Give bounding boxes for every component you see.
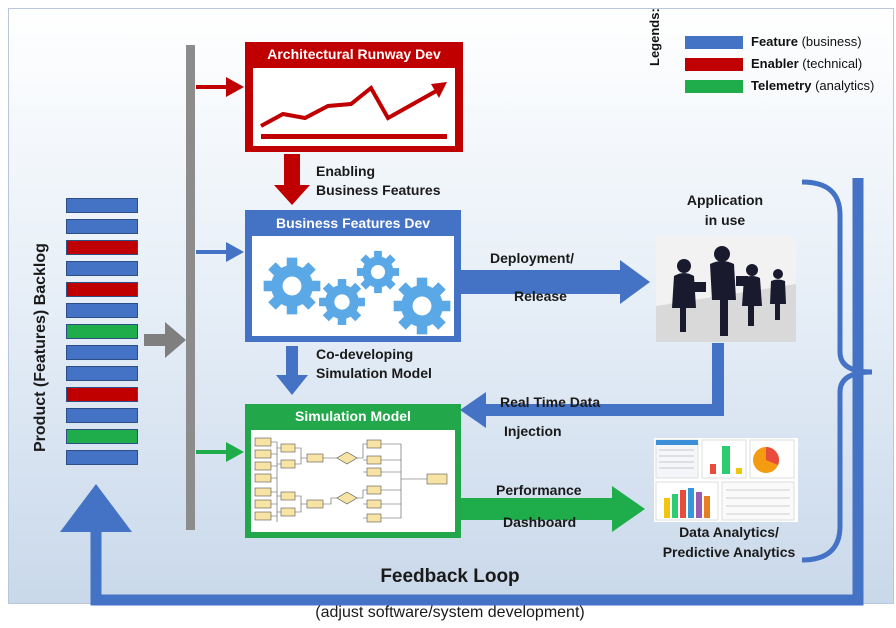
business-arrow-head (226, 242, 244, 262)
right-curly-brace (801, 179, 873, 563)
enabling-label: Enabling Business Features (316, 162, 441, 200)
codev-label: Co-developing Simulation Model (316, 345, 432, 383)
architectural-runway-box: Architectural Runway Dev (245, 42, 463, 152)
people-at-computers-icon (656, 236, 796, 342)
performance-arrow (460, 486, 645, 532)
backlog-item-feature (66, 198, 138, 213)
runway-baseline (261, 134, 447, 139)
backlog-item-feature (66, 408, 138, 423)
backlog-arrow (144, 322, 186, 358)
gear-icon (319, 279, 365, 325)
feedback-loop-label: Feedback Loop (380, 566, 520, 587)
telemetry-swatch (685, 80, 743, 94)
legend-telemetry-desc: (analytics) (811, 78, 875, 93)
legend-title: Legends: (647, 8, 662, 66)
realtime-data-arrow (460, 343, 724, 428)
backlog-item-telemetry (66, 429, 138, 444)
runway-trend-arrowhead (431, 82, 447, 98)
enabling-line-2: Business Features (316, 182, 441, 198)
gear-icon (263, 257, 321, 315)
gear-icon (393, 277, 451, 335)
legend-telemetry-name: Telemetry (751, 78, 812, 93)
analytics-dashboard-image (654, 438, 798, 522)
runway-arrow-head (226, 77, 244, 97)
simulation-model-box: Simulation Model (245, 404, 461, 538)
deployment-arrow (460, 260, 650, 304)
runway-line-chart (253, 68, 455, 146)
backlog-item-feature (66, 345, 138, 360)
gears-graphic (263, 250, 451, 335)
backlog-item-feature (66, 261, 138, 276)
legend-feature-name: Feature (751, 34, 798, 49)
backlog-item-telemetry (66, 324, 138, 339)
legend-feature-desc: (business) (797, 34, 862, 49)
realtime-label-2: Injection (504, 423, 562, 439)
business-inner (252, 236, 454, 336)
runway-title: Architectural Runway Dev (267, 46, 441, 62)
deployment-label-1: Deployment/ (490, 250, 575, 266)
backlog-item-enabler (66, 240, 138, 255)
backlog-item-feature (66, 303, 138, 318)
business-title: Business Features Dev (275, 215, 431, 231)
application-line-1: Application (686, 192, 764, 208)
application-image (656, 236, 796, 342)
simulation-inner (251, 430, 455, 532)
integration-bar (186, 45, 195, 530)
enabling-line-1: Enabling (316, 163, 376, 179)
analytics-label: Data Analytics/ Predictive Analytics (644, 522, 814, 562)
performance-label-1: Performance (496, 482, 582, 498)
feature-swatch (685, 36, 743, 50)
codev-arrow (276, 346, 308, 395)
gear-icon (356, 250, 400, 294)
application-line-2: in use (704, 212, 746, 228)
legend-enabler-name: Enabler (751, 56, 799, 71)
feedback-loop-arrow (90, 178, 864, 606)
realtime-label-1: Real Time Data (500, 394, 601, 410)
codev-line-2: Simulation Model (316, 365, 432, 381)
legend-enabler-desc: (technical) (798, 56, 863, 71)
flowchart-graphic (254, 437, 448, 523)
deployment-label-2: Release (514, 288, 567, 304)
backlog-label: Product (Features) Backlog (32, 243, 49, 452)
backlog-item-feature (66, 450, 138, 465)
legend-item-enabler: Enabler (technical) (685, 56, 862, 72)
feedback-loop-arrowhead (60, 484, 132, 532)
backlog-item-feature (66, 366, 138, 381)
backlog-item-enabler (66, 282, 138, 297)
legend-item-telemetry: Telemetry (analytics) (685, 78, 874, 94)
feedback-loop-subtitle: (adjust software/system development) (315, 604, 585, 621)
enabler-swatch (685, 58, 743, 72)
analytics-line-2: Predictive Analytics (662, 544, 796, 560)
enabling-arrow (274, 154, 310, 205)
legend-item-feature: Feature (business) (685, 34, 862, 50)
runway-trend-line (260, 84, 439, 128)
simulation-arrow-head (226, 442, 244, 462)
codev-line-1: Co-developing (316, 346, 414, 362)
application-label: Application in use (660, 190, 790, 230)
backlog-item-feature (66, 219, 138, 234)
business-features-box: Business Features Dev (245, 210, 461, 342)
dashboard-charts-icon (655, 439, 795, 521)
backlog-item-enabler (66, 387, 138, 402)
legend: Legends: Feature (business) Enabler (tec… (647, 8, 885, 102)
analytics-line-1: Data Analytics/ (679, 524, 779, 540)
performance-label-2: Dashboard (503, 514, 577, 530)
simulation-title: Simulation Model (295, 408, 411, 424)
